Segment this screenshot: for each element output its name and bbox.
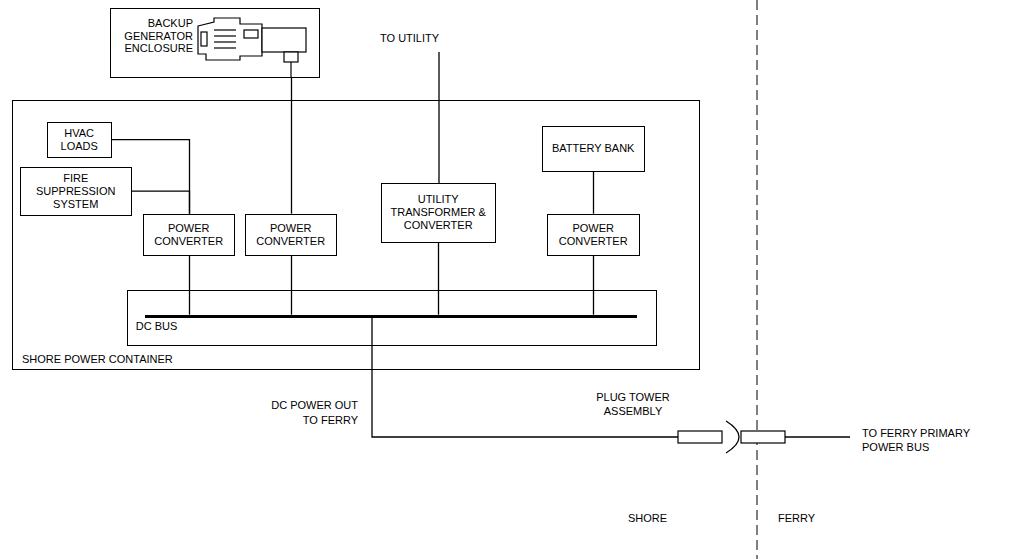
power-connector <box>291 78 292 214</box>
power-connector <box>593 256 594 315</box>
converter-box: POWER CONVERTER <box>245 214 337 256</box>
power-connector <box>438 243 439 315</box>
node-text: POWER CONVERTER <box>552 222 635 248</box>
utility-feed-line <box>438 52 439 184</box>
side-label: SHORE <box>628 511 698 525</box>
node-text: SHORE POWER CONTAINER <box>22 353 173 366</box>
node-text: FIRE SUPPRESSION SYSTEM <box>25 172 127 211</box>
power-connector <box>291 256 292 315</box>
load-box: HVAC LOADS <box>47 122 112 158</box>
callout-label: PLUG TOWER ASSEMBLY <box>585 390 681 418</box>
ferry-power-line <box>785 436 850 437</box>
converter-box: POWER CONVERTER <box>547 214 640 256</box>
shore-ferry-divider <box>757 0 758 559</box>
node-text: UTILITY TRANSFORMER & CONVERTER <box>386 193 491 232</box>
node-text: DC BUS <box>136 320 178 333</box>
node-text: POWER CONVERTER <box>250 222 332 248</box>
transformer-box: UTILITY TRANSFORMER & CONVERTER <box>381 183 496 243</box>
side-label: FERRY <box>778 511 848 525</box>
dc-bus-box: DC BUS <box>127 290 657 346</box>
power-connector <box>189 256 190 315</box>
converter-box: POWER CONVERTER <box>143 214 235 256</box>
shore-plug <box>678 431 722 443</box>
container-box: SHORE POWER CONTAINER HVAC LOADS FIRE SUPP… <box>12 100 700 370</box>
generator-icon <box>198 18 306 78</box>
ferry-plug <box>741 431 785 443</box>
enclosure-box: BACKUP GENERATOR ENCLOSURE <box>110 8 320 78</box>
battery-box: BATTERY BANK <box>542 126 645 172</box>
node-text: BACKUP GENERATOR ENCLOSURE <box>117 17 193 55</box>
node-text: POWER CONVERTER <box>148 222 230 248</box>
power-connector <box>132 191 190 214</box>
plug-socket <box>726 421 739 453</box>
node-text: BATTERY BANK <box>552 142 635 155</box>
utility-label: TO UTILITY <box>380 31 500 45</box>
power-connector <box>593 172 594 214</box>
node-text: HVAC LOADS <box>52 127 107 153</box>
output-label: DC POWER OUT TO FERRY <box>260 398 358 428</box>
load-box: FIRE SUPPRESSION SYSTEM <box>20 167 132 216</box>
dc-output-line <box>372 318 678 437</box>
bus-bar <box>145 315 637 318</box>
ferry-bus-label: TO FERRY PRIMARY POWER BUS <box>862 426 1002 454</box>
